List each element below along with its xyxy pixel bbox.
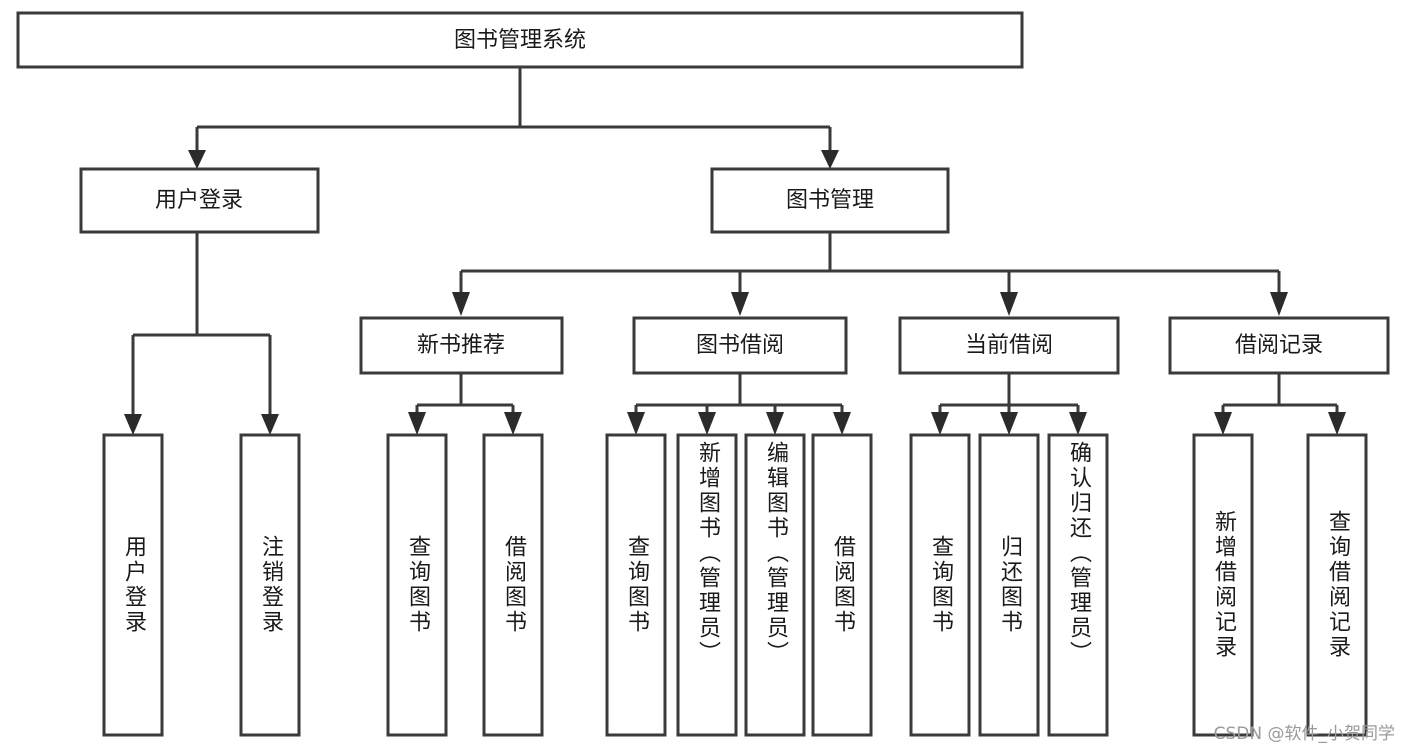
node-new-book-recommend-label: 新书推荐 <box>417 333 505 358</box>
arrow-head-icon <box>766 412 784 435</box>
arrow-head-icon <box>504 412 522 435</box>
arrow-head-icon <box>452 292 470 316</box>
arrow-head-icon <box>124 414 142 435</box>
node-leaf-user-logout[interactable] <box>239 433 301 737</box>
arrow-head-icon <box>698 412 716 435</box>
node-leaf-bb-edit[interactable] <box>744 433 806 737</box>
arrow-head-icon <box>261 414 279 435</box>
node-user-login[interactable] <box>79 167 320 234</box>
arrow-head-icon <box>1328 412 1346 435</box>
node-leaf-nb-query[interactable] <box>386 433 448 737</box>
node-root-label: 图书管理系统 <box>454 28 586 53</box>
node-leaf-bb-query[interactable] <box>605 433 667 737</box>
node-new-book-recommend[interactable] <box>359 316 564 375</box>
node-book-manage[interactable] <box>710 167 950 234</box>
connector-root-to-level2 <box>188 67 839 169</box>
connector-currentborrow-to-leaves <box>931 373 1087 435</box>
arrow-head-icon <box>408 412 426 435</box>
arrow-head-icon <box>821 150 839 169</box>
node-borrow-record-label: 借阅记录 <box>1235 333 1323 358</box>
node-leaf-br-query[interactable] <box>1306 433 1368 737</box>
node-leaf-br-add[interactable] <box>1192 433 1254 737</box>
node-book-borrow-label: 图书借阅 <box>696 333 784 358</box>
node-leaf-bb-borrow[interactable] <box>811 433 873 737</box>
arrow-head-icon <box>833 412 851 435</box>
node-leaf-user-login[interactable] <box>102 433 164 737</box>
csdn-watermark: CSDN @软件_小贺同学 <box>1213 724 1395 744</box>
node-borrow-record[interactable] <box>1168 316 1390 375</box>
node-user-login-label: 用户登录 <box>155 188 243 213</box>
arrow-head-icon <box>1069 412 1087 435</box>
arrow-head-icon <box>188 150 206 169</box>
arrow-head-icon <box>627 412 645 435</box>
node-leaf-nb-borrow[interactable] <box>482 433 544 737</box>
connector-userlogin-to-leaves <box>124 232 279 435</box>
node-leaf-cb-return[interactable] <box>978 433 1040 737</box>
connector-borrowrecord-to-leaves <box>1214 373 1346 435</box>
connector-bookmanage-to-level3 <box>452 232 1288 316</box>
node-leaf-cb-confirm[interactable] <box>1047 433 1109 737</box>
node-current-borrow[interactable] <box>898 316 1120 375</box>
node-current-borrow-label: 当前借阅 <box>965 333 1053 358</box>
arrow-head-icon <box>1000 292 1018 316</box>
connector-newbook-to-leaves <box>408 373 522 435</box>
node-leaf-bb-add[interactable] <box>676 433 738 737</box>
connector-bookborrow-to-leaves <box>627 373 851 435</box>
arrow-head-icon <box>1270 292 1288 316</box>
node-book-borrow[interactable] <box>632 316 848 375</box>
arrow-head-icon <box>1000 412 1018 435</box>
arrow-head-icon <box>1214 412 1232 435</box>
node-root[interactable] <box>16 11 1024 69</box>
node-book-manage-label: 图书管理 <box>786 188 874 213</box>
arrow-head-icon <box>931 412 949 435</box>
node-leaf-cb-query[interactable] <box>909 433 971 737</box>
arrow-head-icon <box>731 292 749 316</box>
